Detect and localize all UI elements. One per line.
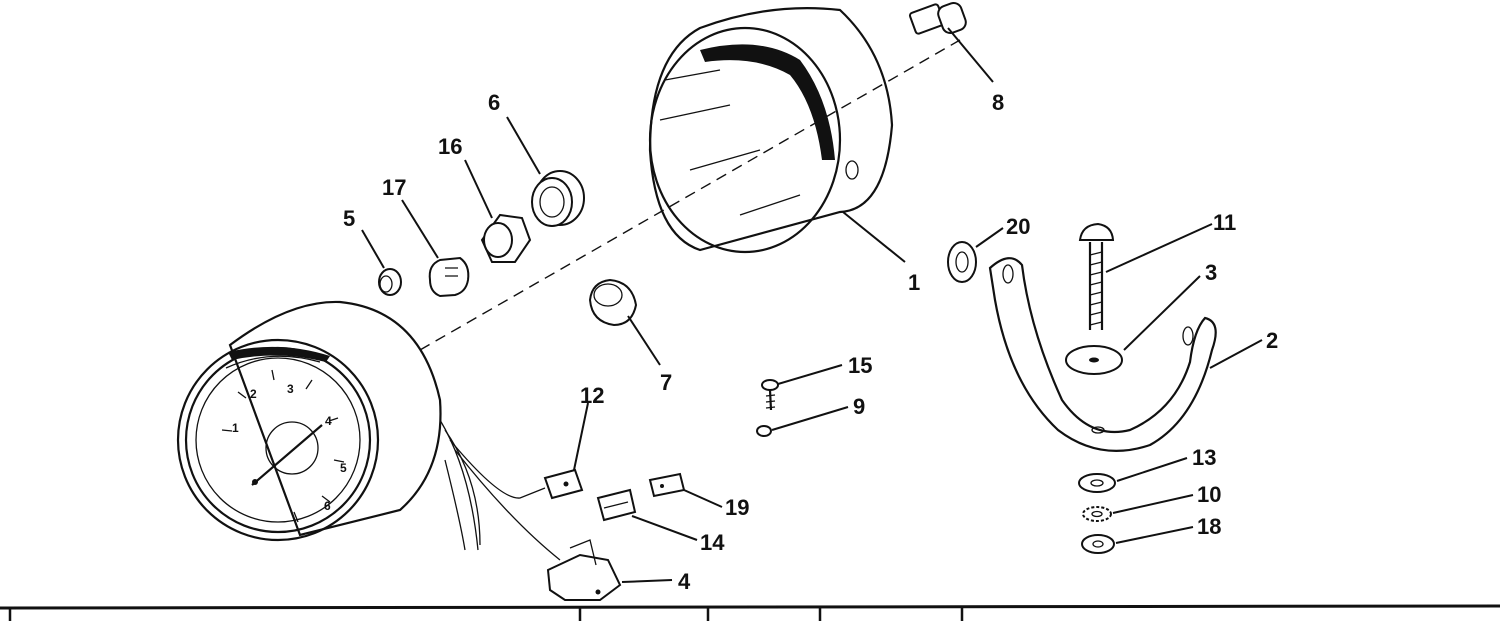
dial-number-3: 3 — [287, 382, 294, 396]
tachometer-gauge: 1 2 3 4 5 6 — [176, 300, 561, 561]
part-screw-15 — [761, 379, 779, 411]
callout-17: 17 — [382, 175, 406, 200]
callout-4: 4 — [678, 569, 691, 594]
dial-number-4: 4 — [325, 414, 332, 428]
part-lock-washer-10 — [1082, 506, 1112, 522]
part-grommet-6 — [531, 170, 585, 227]
part-washer-3 — [1065, 345, 1123, 375]
dial-number-6: 6 — [324, 499, 331, 513]
part-bushing-7 — [588, 278, 638, 327]
bottom-table-border — [0, 604, 1500, 621]
part-housing-cup — [648, 7, 894, 254]
callout-3: 3 — [1205, 260, 1217, 285]
callout-11: 11 — [1213, 210, 1236, 235]
part-lamp-socket-16 — [480, 213, 532, 263]
part-cap-5 — [378, 268, 402, 296]
callout-12: 12 — [580, 383, 604, 408]
part-washer-18 — [1081, 534, 1115, 554]
callout-6: 6 — [488, 90, 500, 115]
dial-number-2: 2 — [250, 387, 257, 401]
callout-16: 16 — [438, 134, 462, 159]
callout-18: 18 — [1197, 514, 1221, 539]
part-bracket-2 — [988, 257, 1217, 452]
part-screw-8 — [908, 1, 967, 35]
callout-8: 8 — [992, 90, 1004, 115]
leader-lines — [361, 27, 1263, 583]
callout-19: 19 — [725, 495, 749, 520]
part-terminal-12 — [543, 468, 584, 500]
part-clip-14 — [596, 488, 637, 522]
callout-7: 7 — [660, 370, 672, 395]
part-plate-19 — [648, 472, 686, 498]
callout-2: 2 — [1266, 328, 1278, 353]
part-nut-9 — [756, 425, 772, 437]
part-bulb-17 — [428, 256, 470, 298]
dial-number-1: 1 — [232, 421, 239, 435]
callout-5: 5 — [343, 206, 355, 231]
assembly-axis-line — [419, 39, 961, 351]
part-connector-4 — [546, 539, 622, 601]
callout-10: 10 — [1197, 482, 1221, 507]
part-washer-13 — [1078, 473, 1116, 493]
callout-13: 13 — [1192, 445, 1216, 470]
callout-1: 1 — [908, 270, 920, 295]
part-washer-20 — [947, 241, 977, 283]
part-bolt-11 — [1078, 222, 1115, 330]
dial-number-5: 5 — [340, 461, 347, 475]
callout-9: 9 — [853, 394, 865, 419]
callout-14: 14 — [700, 530, 725, 555]
callout-20: 20 — [1006, 214, 1030, 239]
callout-15: 15 — [848, 353, 872, 378]
